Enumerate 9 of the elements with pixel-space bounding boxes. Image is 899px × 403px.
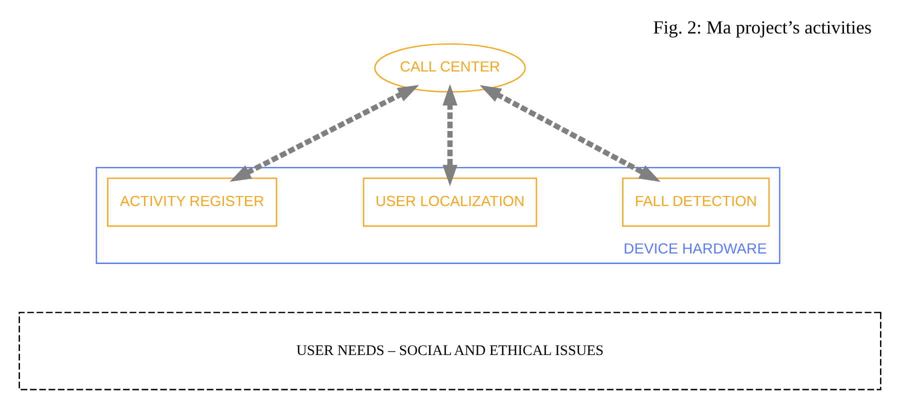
arrow <box>442 84 457 186</box>
node-box: ACTIVITY REGISTER <box>106 178 277 227</box>
node-box: USER NEEDS – SOCIAL AND ETHICAL ISSUES <box>18 312 881 390</box>
caption: Fig. 2: Ma project’s activities <box>652 18 872 39</box>
node-box: USER LOCALIZATION <box>362 178 537 227</box>
arrow <box>479 85 660 182</box>
node-ellipse: CALL CENTER <box>374 43 526 92</box>
arrow <box>229 85 419 182</box>
node-box: FALL DETECTION <box>622 178 770 227</box>
